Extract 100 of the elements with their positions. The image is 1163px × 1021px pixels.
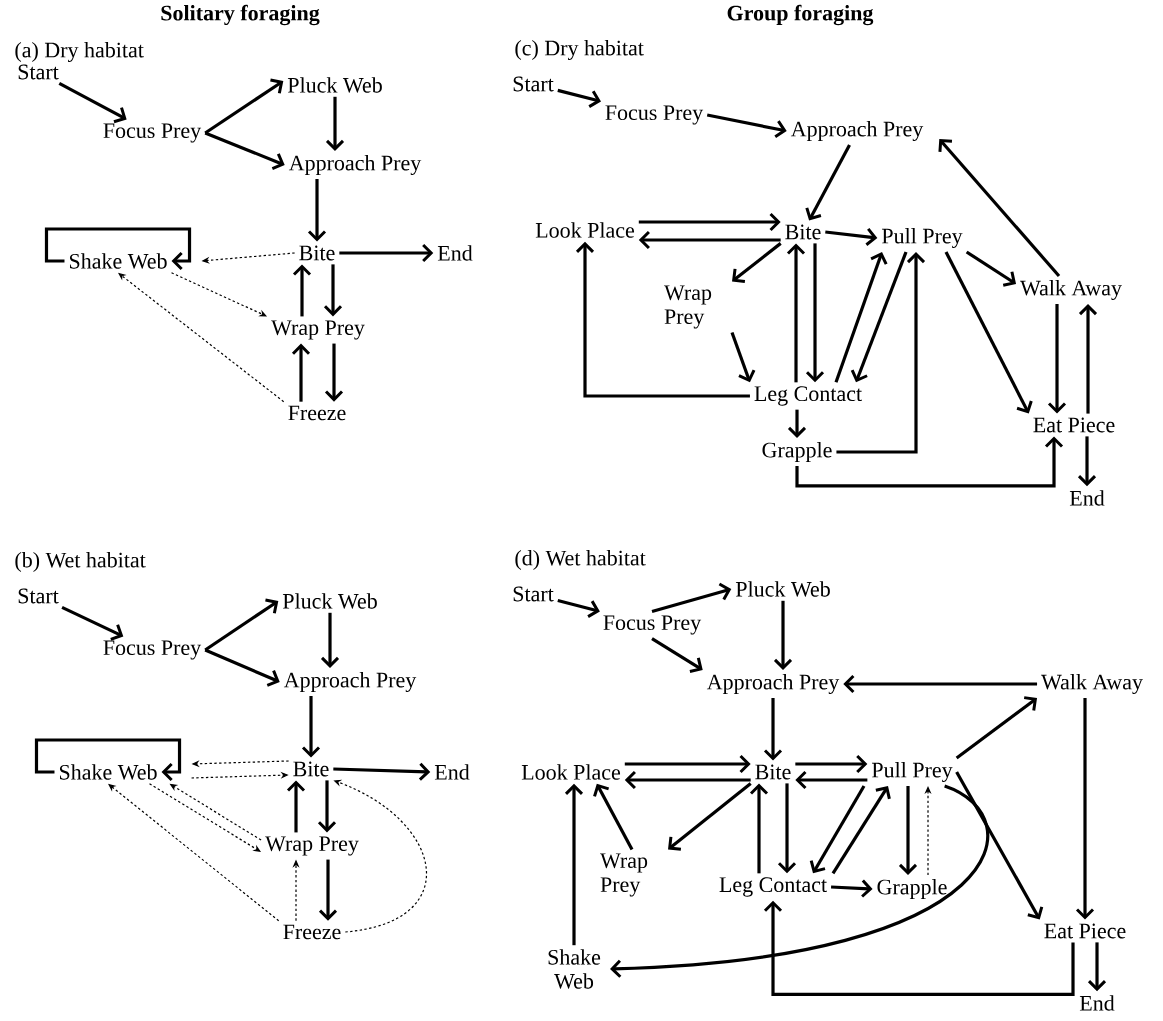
- arrow: [651, 582, 732, 613]
- arrow: [773, 600, 793, 670]
- arrow: [850, 251, 908, 383]
- arrow: [324, 343, 344, 402]
- arrow: [834, 252, 888, 383]
- behavior-label: Approach Prey: [706, 674, 840, 694]
- panel-label: (d) Wet habitat: [515, 550, 646, 570]
- behavior-label: Walk Away: [1041, 674, 1143, 694]
- behavior-label: Wrap Prey: [265, 836, 359, 856]
- panel-label: (b) Wet habitat: [15, 552, 146, 572]
- behavior-label: Freeze: [288, 405, 346, 421]
- arrow: [333, 762, 431, 781]
- arrow: [805, 144, 851, 221]
- behavior-label: End: [1079, 995, 1115, 1011]
- behavior-label: Pluck Web: [735, 581, 830, 597]
- arrow: [763, 698, 783, 761]
- arrow: [610, 784, 989, 978]
- behavior-label: Focus Prey: [603, 615, 702, 635]
- arrow: [1077, 436, 1097, 487]
- behavior-label: Approach Prey: [283, 672, 417, 692]
- arrow: [204, 648, 280, 687]
- arrow: [706, 113, 787, 139]
- arrow: [204, 78, 284, 135]
- arrow: [557, 598, 600, 618]
- behavior-label: Wrap Prey: [664, 285, 712, 329]
- arrow: [730, 332, 756, 383]
- behavior-label: Shake Web: [69, 253, 167, 269]
- arrow: [61, 605, 124, 641]
- arrow: [318, 859, 338, 921]
- arrow: [831, 786, 891, 875]
- behavior-label: End: [434, 764, 470, 780]
- arrow: [898, 786, 918, 876]
- arrow: [668, 782, 752, 851]
- arrow: [825, 227, 878, 246]
- arrow: [638, 230, 781, 250]
- behavior-label: Walk Away: [1020, 280, 1122, 300]
- arrow: [557, 88, 601, 108]
- arrow: [795, 436, 1064, 488]
- arrow: [291, 343, 311, 402]
- behavior-label: Eat Piece: [1044, 923, 1126, 939]
- column-heading: Group foraging: [727, 4, 874, 26]
- panel-label: (c) Dry habitat: [515, 40, 644, 60]
- arrow: [795, 754, 868, 774]
- behavior-label: Focus Prey: [103, 640, 202, 660]
- behavior-label: Wrap Prey: [600, 853, 648, 897]
- arrow: [651, 637, 703, 673]
- arrow: [624, 754, 751, 774]
- arrow: [575, 241, 750, 398]
- arrow: [795, 770, 868, 790]
- behavior-label: Pluck Web: [282, 593, 377, 609]
- arrow: [944, 251, 1033, 414]
- arrow: [624, 770, 751, 790]
- arrow: [777, 783, 797, 874]
- arrow: [843, 674, 1038, 694]
- arrow: [787, 409, 807, 439]
- arrow: [938, 139, 1061, 278]
- behavior-label: Start: [18, 64, 59, 80]
- behavior-label: Start: [18, 588, 59, 604]
- arrow: [564, 783, 584, 946]
- behavior-label: Look Place: [535, 222, 635, 238]
- arrow: [1047, 304, 1067, 414]
- arrow: [805, 243, 825, 383]
- behavior-label: Shake Web: [548, 949, 601, 989]
- arrow: [301, 696, 321, 758]
- arrow: [593, 783, 634, 851]
- behavior-label: Wrap Prey: [271, 320, 365, 340]
- behavior-label: Bite: [755, 764, 791, 780]
- behavior-label: Pull Prey: [872, 762, 953, 782]
- arrow: [307, 179, 327, 242]
- behavior-label: Focus Prey: [605, 105, 704, 125]
- behavior-label: Focus Prey: [103, 123, 202, 143]
- arrow: [955, 771, 1044, 920]
- arrow: [786, 243, 806, 383]
- arrow: [325, 96, 345, 151]
- arrow: [965, 250, 1017, 287]
- behavior-label: Leg Contact: [754, 386, 862, 406]
- behavior-label: Start: [513, 586, 554, 602]
- arrow: [836, 252, 926, 454]
- arrow: [317, 780, 337, 833]
- behavior-label: Pull Prey: [882, 228, 963, 248]
- behavior-label: Freeze: [283, 924, 341, 940]
- column-heading: Solitary foraging: [161, 4, 320, 26]
- arrow: [809, 785, 866, 874]
- arrow: [1078, 304, 1098, 414]
- behavior-label: Bite: [299, 245, 335, 261]
- arrow: [831, 879, 873, 898]
- arrow: [286, 780, 306, 833]
- behavior-label: Look Place: [521, 764, 621, 780]
- arrow: [1075, 698, 1095, 920]
- arrow: [292, 264, 312, 317]
- behavior-label: Approach Prey: [288, 155, 422, 175]
- loop-arrow: [34, 738, 182, 782]
- arrow: [339, 243, 434, 263]
- behavior-label: End: [437, 245, 473, 261]
- behavior-label: End: [1069, 490, 1105, 506]
- arrow: [749, 783, 769, 874]
- behavior-label: Grapple: [877, 879, 947, 899]
- arrow: [323, 264, 343, 317]
- behavior-label: Grapple: [762, 442, 832, 462]
- behavior-label: Leg Contact: [719, 877, 827, 897]
